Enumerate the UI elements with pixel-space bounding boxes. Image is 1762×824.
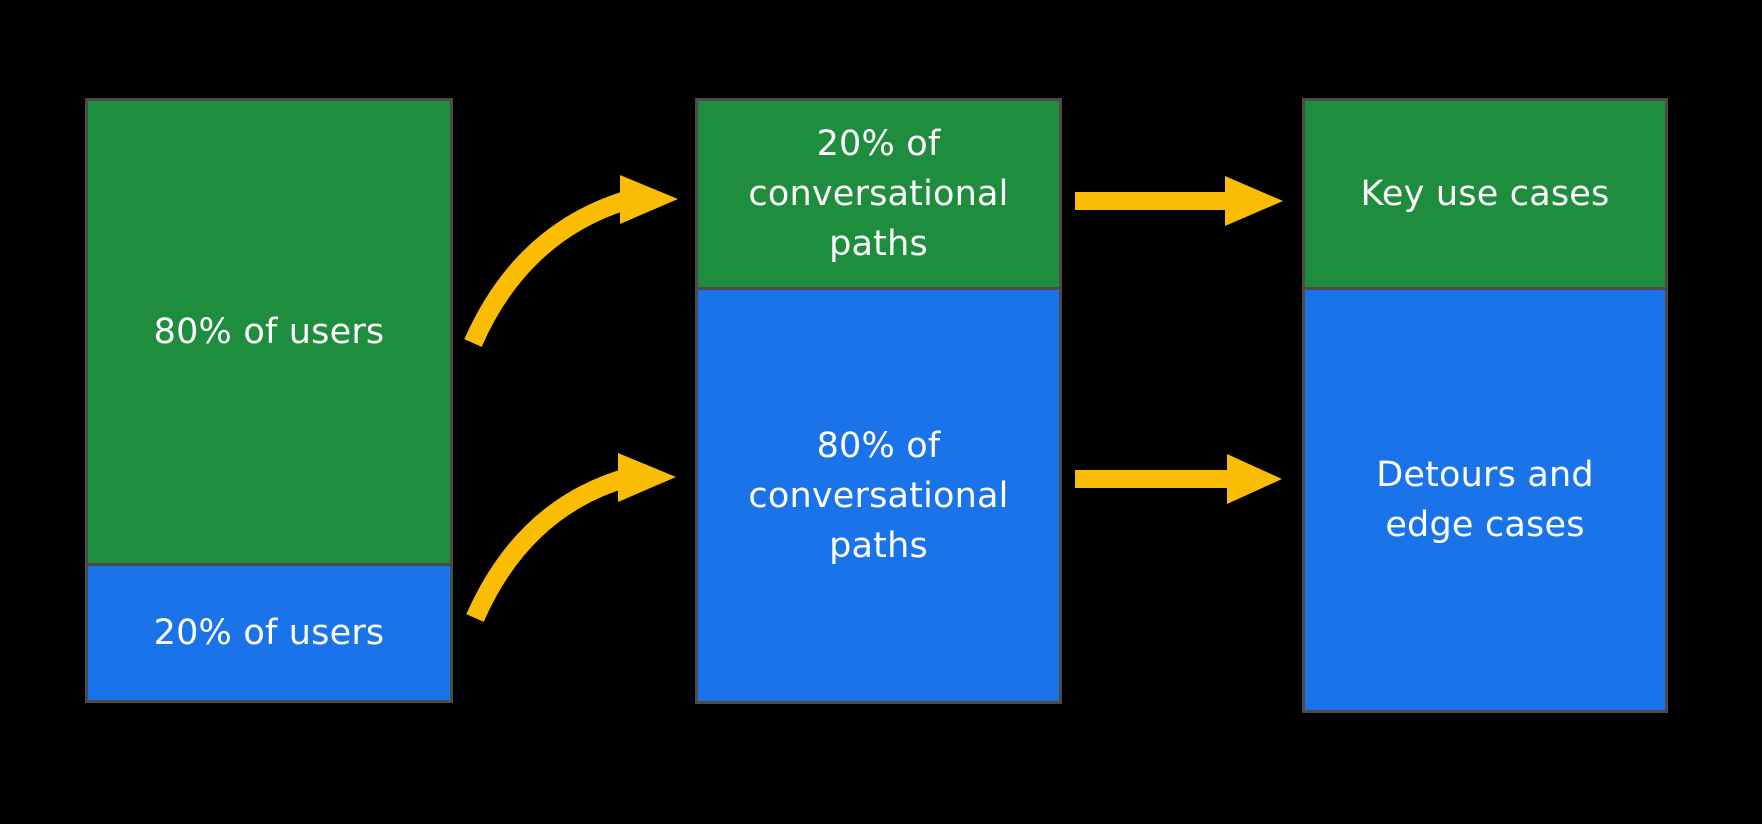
segment-paths-green: 20% of conversational paths [698, 101, 1059, 290]
curved-arrow-users-blue-to-paths-blue-icon [466, 453, 676, 622]
segment-cases-green: Key use cases [1305, 101, 1665, 290]
label-20-percent-paths: 20% of conversational paths [748, 119, 1008, 269]
label-line: conversational [748, 174, 1009, 214]
label-line: paths [829, 224, 928, 264]
label-80-percent-users: 80% of users [153, 312, 385, 352]
bar-conversational-paths: 20% of conversational paths 80% of conve… [695, 98, 1062, 704]
straight-arrow-paths-blue-to-detours-icon [1075, 454, 1282, 504]
bar-users: 80% of users 20% of users [85, 98, 453, 703]
label-20-percent-users: 20% of users [153, 613, 385, 653]
segment-paths-blue: 80% of conversational paths [698, 290, 1059, 701]
curved-arrow-users-green-to-paths-green-icon [464, 175, 678, 347]
segment-users-green: 80% of users [88, 101, 450, 566]
label-line: edge cases [1385, 505, 1585, 545]
label-detours-edge-cases: Detours and edge cases [1376, 450, 1594, 550]
label-line: paths [829, 525, 928, 566]
label-line: conversational [748, 475, 1009, 516]
segment-users-blue: 20% of users [88, 566, 450, 700]
segment-cases-blue: Detours and edge cases [1305, 290, 1665, 710]
label-line: Detours and [1376, 455, 1594, 495]
label-line: 80% of [816, 425, 941, 466]
label-80-percent-paths: 80% of conversational paths [748, 421, 1008, 571]
straight-arrow-paths-green-to-use-cases-icon [1075, 176, 1283, 226]
bar-use-cases: Key use cases Detours and edge cases [1302, 98, 1668, 713]
label-line: 20% of [816, 124, 941, 164]
label-key-use-cases: Key use cases [1360, 174, 1610, 214]
